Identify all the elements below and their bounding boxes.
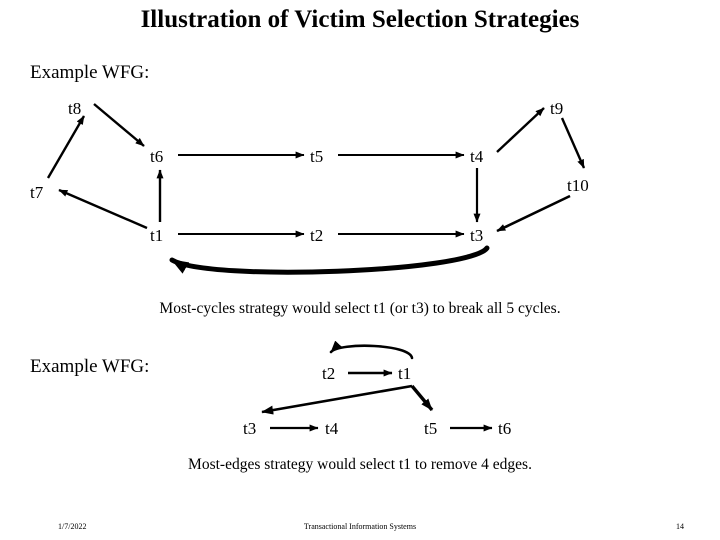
node-t9: t9 bbox=[550, 99, 564, 118]
node-t7: t7 bbox=[30, 183, 44, 202]
edge-t8-t6 bbox=[93, 103, 145, 147]
node-t8: t8 bbox=[68, 99, 82, 118]
node-t6: t6 bbox=[150, 147, 164, 166]
edge-t3-t1-curve bbox=[169, 245, 490, 275]
footer-center-text: Transactional Information Systems bbox=[303, 522, 417, 531]
footer-page-number: 14 bbox=[676, 522, 684, 531]
node2-t1: t1 bbox=[398, 364, 412, 383]
node-t4: t4 bbox=[470, 147, 484, 166]
node2-t5: t5 bbox=[424, 419, 438, 438]
node2-t2: t2 bbox=[322, 364, 336, 383]
node-t1: t1 bbox=[150, 226, 164, 245]
footer-date: 1/7/2022 bbox=[58, 522, 87, 531]
node2-t4: t4 bbox=[325, 419, 339, 438]
edge-t7-t8 bbox=[46, 115, 86, 179]
node-t5: t5 bbox=[310, 147, 324, 166]
edge2-t1-t3 bbox=[261, 384, 413, 415]
section-two-caption: Most-edges strategy would select t1 to r… bbox=[188, 456, 532, 473]
node-t3: t3 bbox=[470, 226, 484, 245]
edge-t1-t6-left bbox=[58, 188, 148, 230]
edge2-t1-t5 bbox=[410, 384, 434, 412]
node-t2: t2 bbox=[310, 226, 324, 245]
edge-t10-t3 bbox=[496, 194, 571, 233]
page-title: Illustration of Victim Selection Strateg… bbox=[140, 6, 580, 33]
node2-t6: t6 bbox=[498, 419, 512, 438]
section-one-heading: Example WFG: bbox=[30, 62, 150, 83]
section-two-heading: Example WFG: bbox=[30, 356, 150, 377]
node2-t3: t3 bbox=[243, 419, 257, 438]
edge2-t1-t2-arc bbox=[329, 340, 414, 360]
edge-t9-t10 bbox=[560, 117, 586, 169]
section-one-caption: Most-cycles strategy would select t1 (or… bbox=[159, 300, 561, 317]
edge-t4-t9 bbox=[496, 107, 545, 153]
node-t10: t10 bbox=[567, 176, 589, 195]
